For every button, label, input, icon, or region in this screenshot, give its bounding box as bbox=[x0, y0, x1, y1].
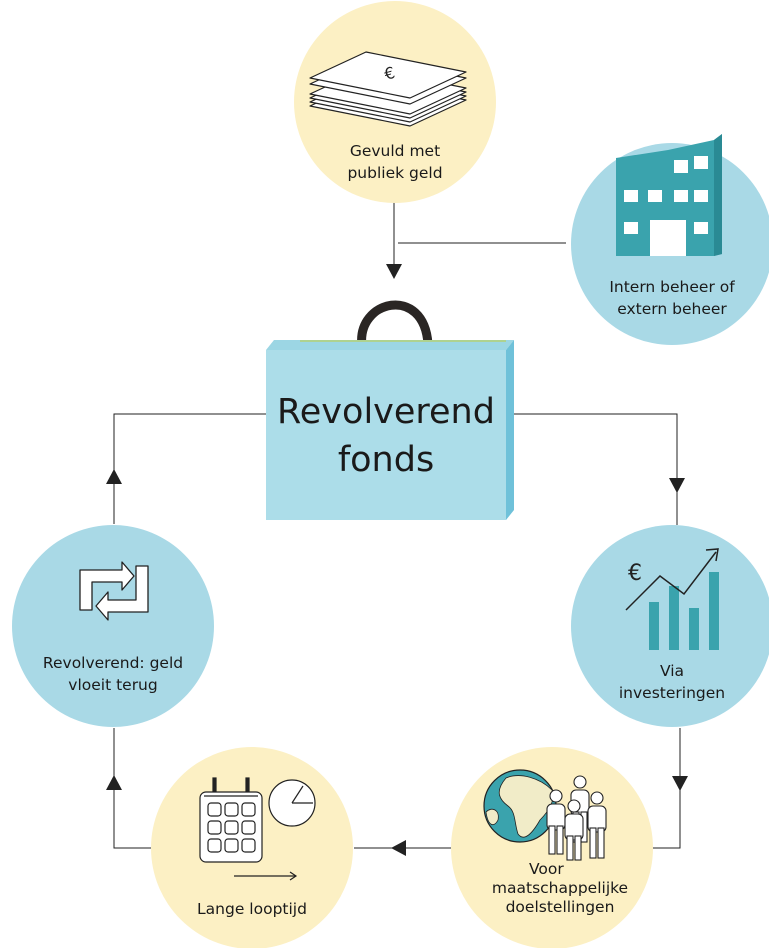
label-investments-line1: Via bbox=[659, 662, 685, 680]
revolving-arrows-icon bbox=[79, 561, 149, 621]
arrow-down-right2-icon bbox=[672, 776, 688, 791]
connector-right-down bbox=[512, 413, 678, 480]
label-revolving-line1: Revolverend: geld bbox=[42, 654, 184, 672]
calendar-clock-icon bbox=[199, 777, 316, 881]
building-icon bbox=[616, 134, 722, 256]
money-stack-icon bbox=[309, 51, 467, 127]
label-long-term-line1: Lange looptijd bbox=[197, 900, 307, 918]
label-social-goals: Voor maatschappelijke doelstellingen bbox=[481, 860, 639, 917]
connector-bottom-left bbox=[113, 786, 152, 849]
bag-handle bbox=[357, 300, 433, 351]
label-public-money: Gevuld met publiek geld bbox=[315, 140, 475, 184]
money-euro-symbol: € bbox=[382, 63, 397, 84]
label-social-goals-line1: Voor bbox=[529, 860, 564, 878]
globe-people-icon bbox=[483, 769, 607, 861]
label-social-goals-line3: doelstellingen bbox=[505, 898, 615, 916]
label-management: Intern beheer of extern beheer bbox=[587, 276, 757, 320]
label-revolving: Revolverend: geld vloeit terug bbox=[18, 652, 208, 696]
fund-title-line2: fonds bbox=[337, 440, 435, 480]
arrowheads bbox=[106, 264, 688, 856]
label-revolving-line2: vloeit terug bbox=[68, 676, 158, 694]
arrow-down-top-icon bbox=[386, 264, 402, 279]
fund-bag bbox=[266, 300, 514, 520]
label-investments-line2: investeringen bbox=[618, 684, 726, 702]
label-long-term: Lange looptijd bbox=[172, 898, 332, 920]
bag-front bbox=[266, 350, 506, 520]
fund-title: Revolverend fonds bbox=[266, 388, 506, 484]
fund-title-line1: Revolverend bbox=[277, 392, 495, 432]
label-management-line2: extern beheer bbox=[617, 300, 727, 318]
label-public-money-line2: publiek geld bbox=[347, 164, 443, 182]
bag-side bbox=[506, 340, 514, 520]
label-public-money-line1: Gevuld met bbox=[349, 142, 441, 160]
label-social-goals-line2: maatschappelijke bbox=[491, 879, 629, 897]
label-management-line1: Intern beheer of bbox=[609, 278, 735, 296]
arrow-left-bottom-icon bbox=[391, 840, 406, 856]
arrow-up-left-bottom-icon bbox=[106, 775, 122, 790]
circle-revolving bbox=[12, 525, 214, 727]
connector-left-top bbox=[113, 413, 276, 476]
arrow-down-right-icon bbox=[669, 478, 685, 493]
label-investments: Via investeringen bbox=[602, 660, 742, 704]
investment-chart-icon bbox=[625, 548, 719, 650]
investment-euro-symbol: € bbox=[628, 561, 642, 586]
connector-lines bbox=[113, 200, 681, 849]
bag-top bbox=[266, 340, 514, 350]
arrow-up-left-top-icon bbox=[106, 469, 122, 484]
